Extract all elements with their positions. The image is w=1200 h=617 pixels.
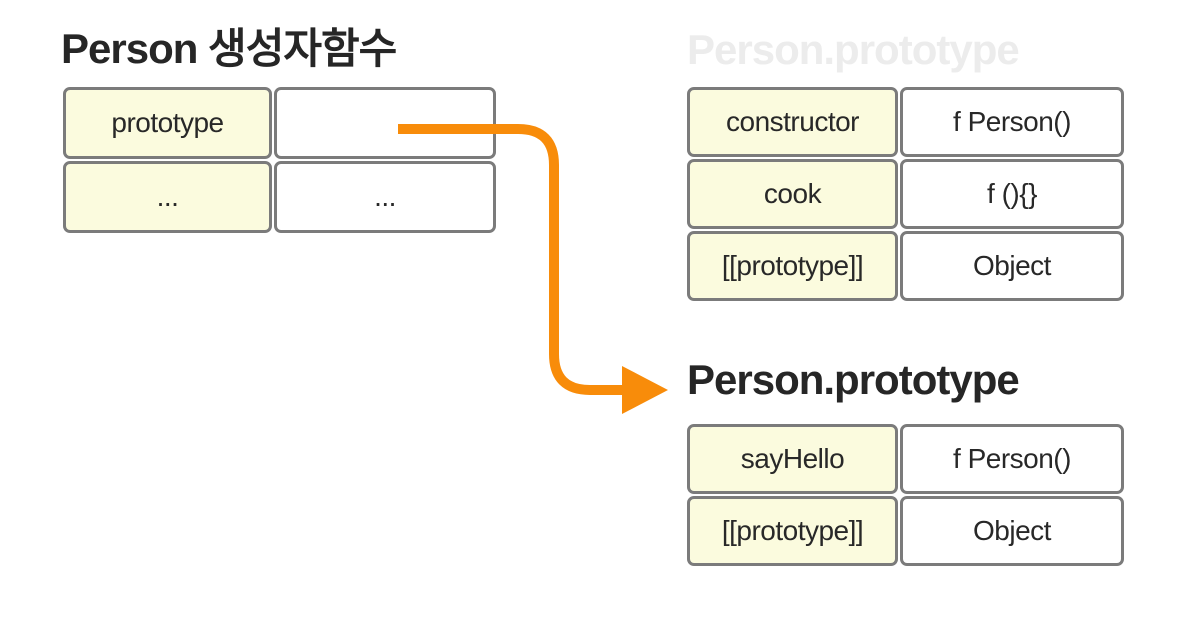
person-prototype-table: constructor f Person() cook f (){} [[pro…	[687, 87, 1124, 301]
table-cell-value-object: Object	[900, 231, 1124, 301]
table-cell-key-cook: cook	[687, 159, 898, 229]
person-prototype-detail-table: sayHello f Person() [[prototype]] Object	[687, 424, 1124, 566]
table-cell-key-sayhello: sayHello	[687, 424, 898, 494]
table-cell-value-prototype-ref	[274, 87, 496, 159]
arrow-head-icon	[622, 366, 668, 414]
table-cell-key-prototype: prototype	[63, 87, 272, 159]
person-constructor-table: prototype ... ...	[63, 87, 496, 233]
table-cell-value-f-person: f Person()	[900, 424, 1124, 494]
table-cell-key-constructor: constructor	[687, 87, 898, 157]
table-cell-key-ellipsis: ...	[63, 161, 272, 233]
person-prototype-title: Person.prototype	[687, 356, 1020, 403]
table-cell-key-internal-prototype: [[prototype]]	[687, 231, 898, 301]
table-cell-value-f-person: f Person()	[900, 87, 1124, 157]
table-cell-value-object: Object	[900, 496, 1124, 566]
person-prototype-title-ghost: Person.prototype	[687, 26, 1020, 73]
table-cell-key-internal-prototype: [[prototype]]	[687, 496, 898, 566]
table-cell-value-ellipsis: ...	[274, 161, 496, 233]
table-cell-value-f-anonymous: f (){}	[900, 159, 1124, 229]
person-constructor-title: Person 생성자함수	[61, 25, 397, 72]
